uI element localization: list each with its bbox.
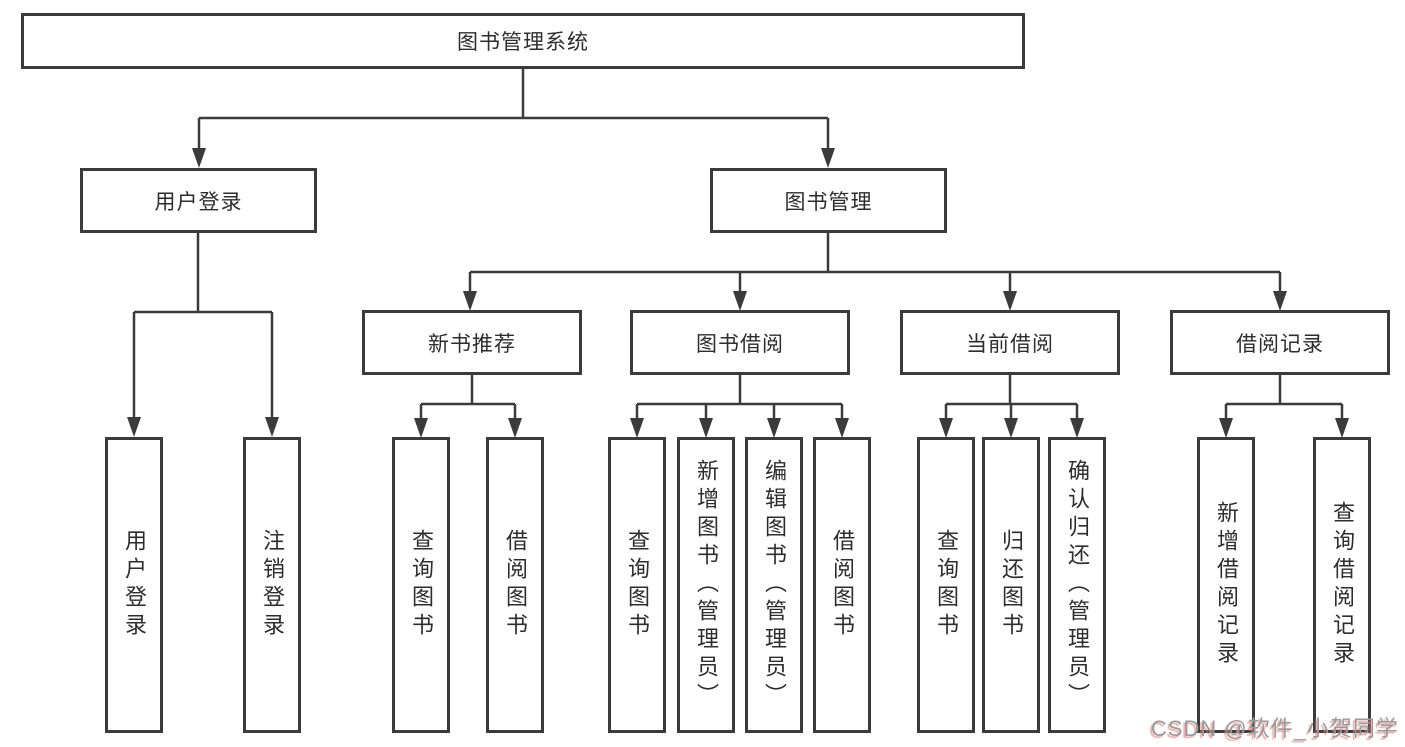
leaf-return-books: 归还图书 (982, 437, 1040, 733)
node-label: 查询图书 (409, 529, 434, 641)
leaf-add-books-admin: 新增图书（管理员） (677, 437, 735, 733)
node-label: 图书管理系统 (457, 31, 589, 54)
node-library-system: 图书管理系统 (21, 13, 1025, 69)
leaf-add-borrow-record: 新增借阅记录 (1197, 437, 1255, 733)
leaf-user-login: 用户登录 (105, 437, 163, 733)
node-label: 查询图书 (625, 529, 650, 641)
node-label: 借阅图书 (503, 529, 528, 641)
node-book-borrow: 图书借阅 (630, 310, 850, 375)
node-label: 图书借阅 (696, 332, 784, 356)
node-label: 借阅记录 (1236, 332, 1324, 356)
node-label: 图书管理 (784, 190, 873, 214)
node-user-login: 用户登录 (80, 168, 317, 233)
node-new-book-recommend: 新书推荐 (362, 310, 582, 375)
node-label: 查询图书 (934, 529, 959, 641)
leaf-query-books-recommend: 查询图书 (392, 437, 450, 733)
leaf-logout: 注销登录 (243, 437, 301, 733)
node-label: 注销登录 (260, 529, 285, 641)
leaf-confirm-return-admin: 确认归还（管理员） (1048, 437, 1106, 733)
leaf-borrow-books: 借阅图书 (813, 437, 871, 733)
node-borrow-records: 借阅记录 (1170, 310, 1390, 375)
node-label: 查询借阅记录 (1330, 501, 1355, 669)
leaf-borrow-books-recommend: 借阅图书 (486, 437, 544, 733)
leaf-query-borrow-record: 查询借阅记录 (1313, 437, 1371, 733)
leaf-query-books-current: 查询图书 (917, 437, 975, 733)
leaf-edit-books-admin: 编辑图书（管理员） (745, 437, 803, 733)
node-label: 编辑图书（管理员） (762, 459, 787, 711)
node-label: 确认归还（管理员） (1065, 459, 1090, 711)
node-label: 新增图书（管理员） (694, 459, 719, 711)
node-label: 用户登录 (154, 190, 243, 214)
node-label: 用户登录 (122, 529, 147, 641)
leaf-query-books-borrow: 查询图书 (608, 437, 666, 733)
node-label: 当前借阅 (966, 332, 1054, 356)
node-label: 归还图书 (999, 529, 1024, 641)
node-label: 新书推荐 (428, 332, 516, 356)
node-current-borrow: 当前借阅 (900, 310, 1120, 375)
node-label: 借阅图书 (830, 529, 855, 641)
node-book-management: 图书管理 (710, 168, 947, 233)
node-label: 新增借阅记录 (1214, 501, 1239, 669)
